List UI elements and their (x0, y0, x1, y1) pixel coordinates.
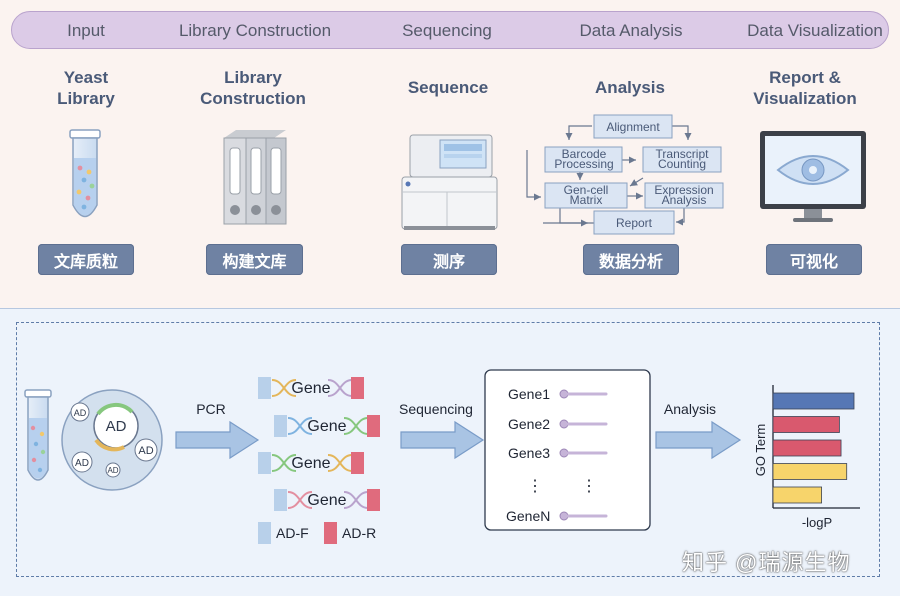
watermark: 知乎 @瑞源生物 (682, 550, 851, 575)
flow-report-label: Report (616, 216, 653, 230)
sequencing-label: Sequencing (399, 401, 473, 417)
flow-barcode-label: Processing (554, 157, 613, 171)
flow-expression-label: Analysis (662, 193, 707, 207)
legend-ad-f: AD-F (276, 525, 309, 541)
pcr-products: Gene Gene Gene Gene (258, 377, 380, 511)
chart-ylabel: GO Term (753, 424, 768, 477)
stage-bar: Input Library Construction Sequencing Da… (11, 11, 889, 49)
stage-library-construction: Library Construction (178, 21, 332, 40)
monitor-eye-icon (760, 131, 866, 222)
dna-strand (258, 452, 364, 474)
flow-expression-label: Expression (654, 183, 713, 197)
ad-label-small: AD (107, 466, 118, 475)
ellipsis: ⋮ (581, 478, 597, 495)
analysis-label: Analysis (664, 401, 716, 417)
gene-label: Gene (291, 380, 330, 397)
analysis-flow-diagram: Alignment Barcode Processing Transcript … (526, 114, 724, 235)
chart-bar (772, 439, 842, 457)
ad-label-small: AD (138, 445, 153, 457)
step-title-line: Analysis (595, 78, 665, 97)
chart-bar (772, 463, 848, 480)
chart-bar (772, 486, 822, 504)
chart-bar (772, 392, 855, 410)
gene-list-item: GeneN (506, 508, 550, 524)
ad-label-large: AD (106, 418, 127, 435)
stage-sequencing: Sequencing (402, 21, 492, 40)
step-title-analysis: Analysis (545, 77, 715, 98)
step-title-line: Visualization (753, 89, 857, 108)
workflow-frame (16, 322, 880, 577)
dna-strand (274, 489, 380, 511)
flow-alignment-label: Alignment (606, 120, 660, 134)
step-title-line: Sequence (407, 78, 489, 97)
gene-label: Gene (307, 418, 346, 435)
gene-list-box: Gene1 Gene2 Gene3 GeneN ⋮ ⋮ (484, 369, 651, 531)
library-binders-icon (223, 130, 287, 225)
dna-strand (274, 415, 380, 437)
gene-list-item: Gene3 (508, 445, 550, 461)
ad-label-small: AD (74, 408, 87, 418)
badge-data-analysis: 数据分析 (583, 244, 679, 275)
chart-bar (772, 416, 840, 433)
step-title-library-construction: Library Construction (168, 67, 338, 109)
step-title-report-visualization: Report & Visualization (720, 67, 890, 109)
chart-xlabel: -logP (802, 515, 832, 530)
sequencing-arrow (400, 420, 485, 460)
gene-list-item: Gene1 (508, 386, 550, 402)
step-title-line: Library (224, 68, 282, 87)
badge-build-library: 构建文库 (206, 244, 303, 275)
step-title-line: Yeast (63, 68, 109, 87)
small-test-tube-icon (24, 389, 52, 481)
gene-list-item: Gene2 (508, 416, 550, 432)
step-title-yeast-library: Yeast Library (1, 67, 171, 109)
analysis-arrow (655, 420, 742, 460)
yeast-cell-icon: AD AD AD AD AD (61, 389, 163, 491)
step-title-line: Construction (200, 89, 306, 108)
stage-input: Input (67, 21, 105, 40)
legend-ad-r: AD-R (342, 525, 376, 541)
badge-plasmid: 文库质粒 (38, 244, 134, 275)
gene-label: Gene (307, 492, 346, 509)
ad-label-small: AD (75, 458, 89, 469)
sequencer-icon (401, 134, 498, 230)
ellipsis: ⋮ (527, 478, 543, 495)
flow-gencell-label: Gen-cell (564, 183, 609, 197)
flow-gencell-label: Matrix (570, 193, 603, 207)
test-tube-icon (69, 129, 101, 218)
go-bar-chart: GO Term -logP (753, 385, 860, 530)
flow-transcript-label: Transcript (656, 147, 710, 161)
pcr-label: PCR (196, 401, 226, 417)
stage-data-analysis: Data Analysis (579, 21, 683, 40)
step-title-line: Report & (769, 68, 841, 87)
flow-barcode-label: Barcode (562, 147, 607, 161)
primer-legend: AD-F AD-R (258, 522, 376, 544)
gene-label: Gene (291, 455, 330, 472)
step-title-sequence: Sequence (363, 77, 533, 98)
flow-transcript-label: Counting (658, 157, 706, 171)
badge-sequencing: 测序 (401, 244, 497, 275)
dna-strand (258, 377, 364, 399)
step-title-line: Library (57, 89, 115, 108)
badge-visualization: 可视化 (766, 244, 862, 275)
stage-data-visualization: Data Visualization (747, 21, 883, 40)
pcr-arrow (175, 420, 260, 460)
